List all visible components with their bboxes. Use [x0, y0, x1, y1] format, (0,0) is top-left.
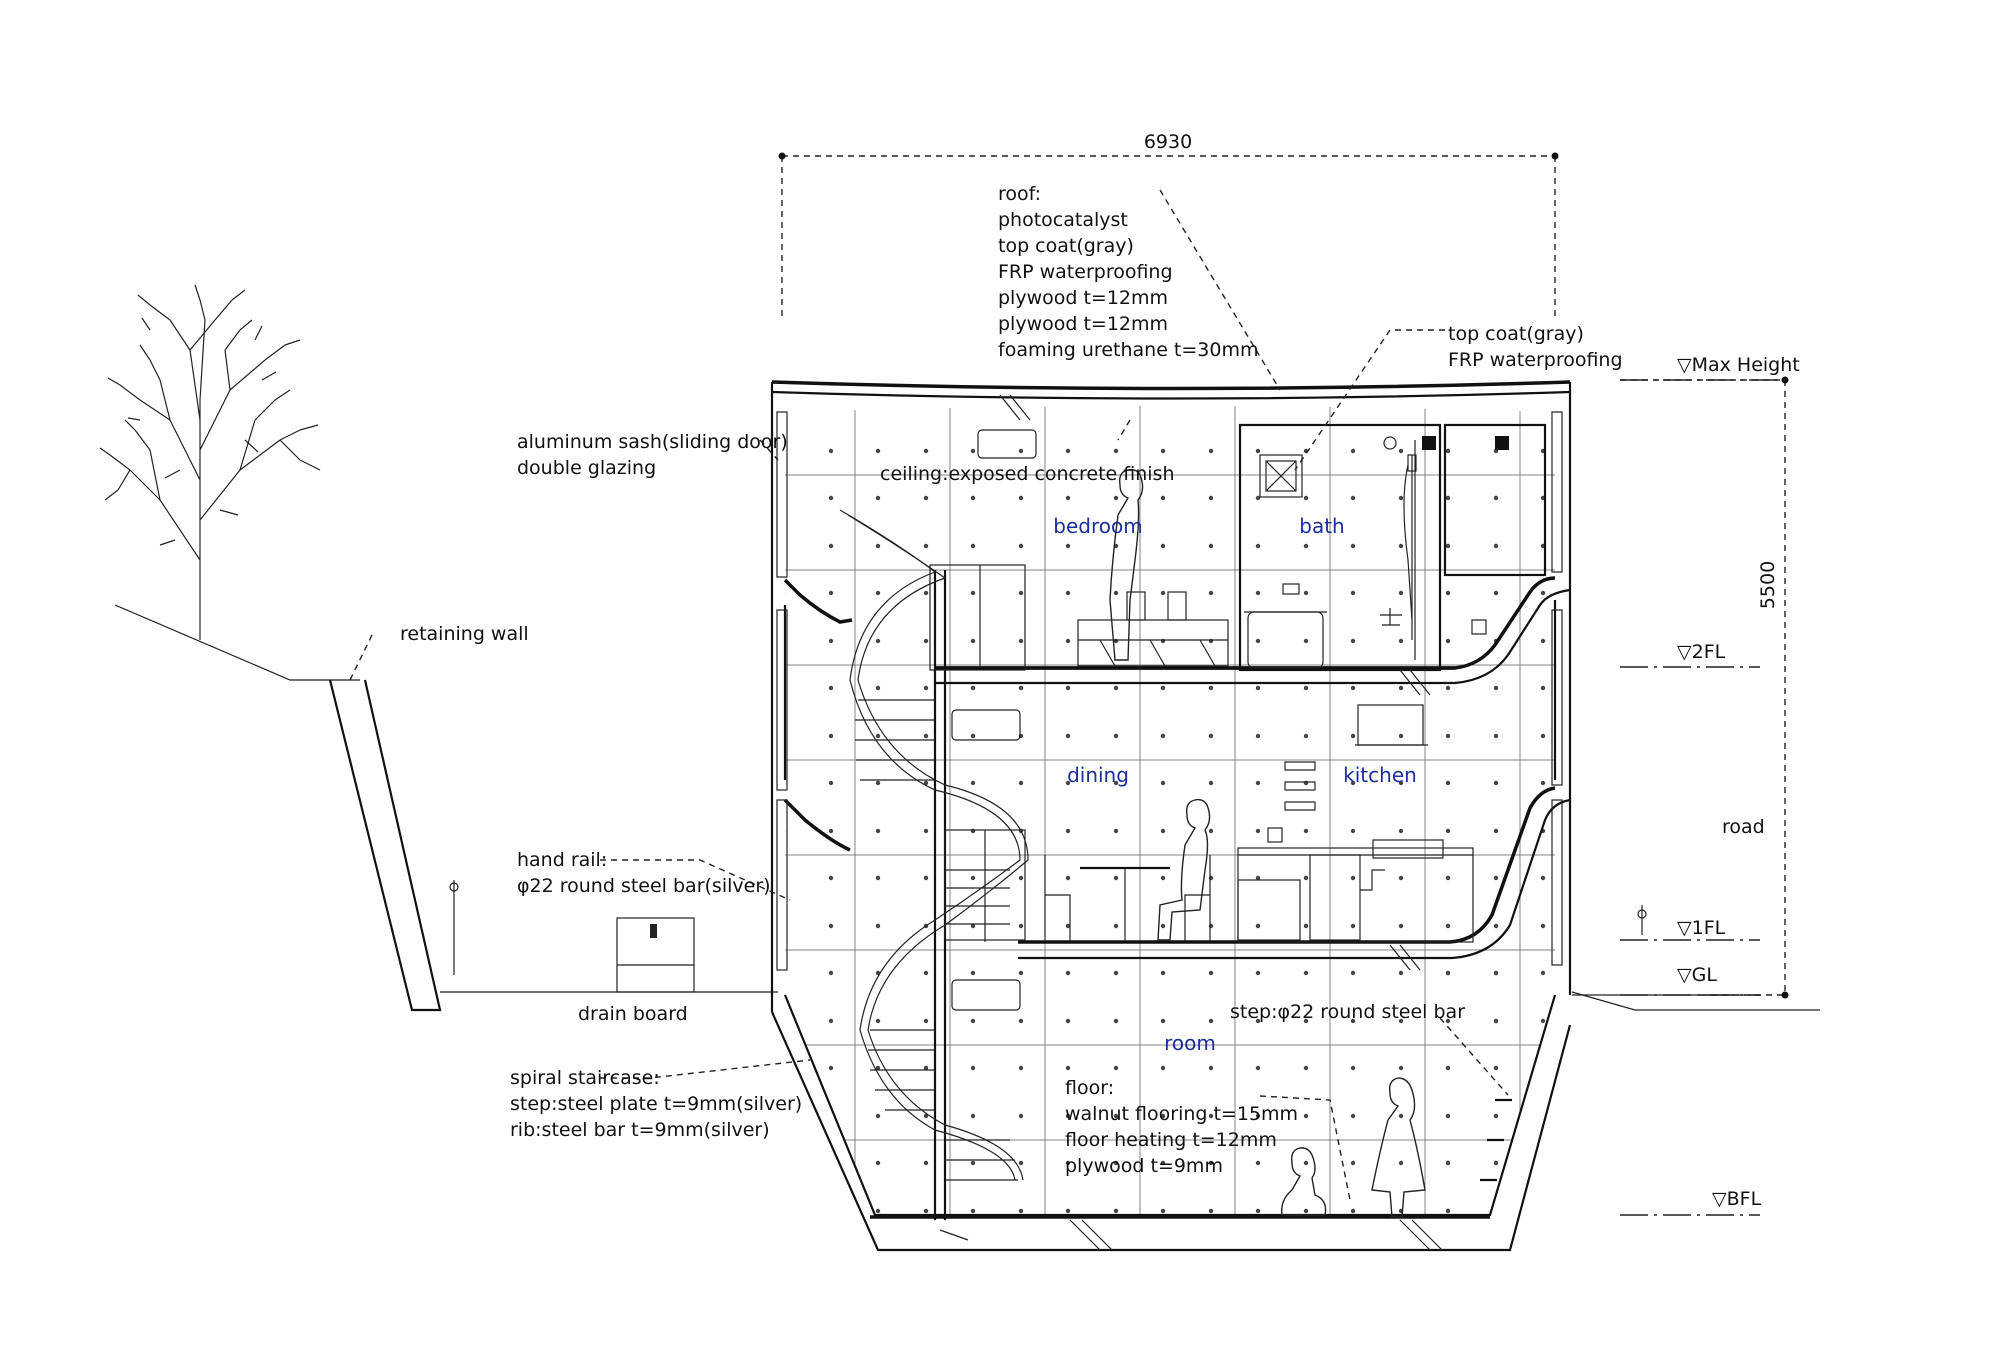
stair-steps	[855, 699, 1018, 1181]
retaining-wall-label: retaining wall	[400, 623, 529, 645]
road-label: road	[1722, 816, 1765, 838]
tree	[99, 284, 321, 640]
dimension-height: 5500	[1620, 376, 1789, 999]
level-gl: ▽GL	[1677, 964, 1717, 986]
glazing-marks	[999, 394, 1443, 1251]
floor-spec: floor: walnut flooring t=15mm floor heat…	[1065, 1077, 1304, 1177]
room-label-bedroom: bedroom	[1053, 514, 1142, 538]
spiral-staircase-spec: spiral staircase: step:steel plate t=9mm…	[510, 1067, 808, 1141]
level-2fl: ▽2FL	[1677, 641, 1726, 663]
ceiling-spec: ceiling:exposed concrete finish	[880, 463, 1175, 485]
level-bfl: ▽BFL	[1712, 1188, 1762, 1210]
room-label-bath: bath	[1299, 514, 1344, 538]
room-label-room: room	[1164, 1031, 1216, 1055]
building-section	[770, 380, 1572, 1252]
room-label-kitchen: kitchen	[1343, 763, 1417, 787]
width-dimension-label: 6930	[1144, 131, 1192, 153]
room-label-dining: dining	[1067, 763, 1129, 787]
height-dimension-label: 5500	[1757, 561, 1779, 609]
level-markers: ▽Max Height ▽2FL ▽1FL ▽GL ▽BFL	[1620, 354, 1800, 1216]
bath-roof-spec: top coat(gray) FRP waterproofing	[1448, 323, 1623, 371]
room-labels: bedroom bath dining kitchen room	[1053, 514, 1417, 1055]
step-spec: step:φ22 round steel bar	[1230, 1001, 1465, 1023]
annotations: roof: photocatalyst top coat(gray) FRP w…	[400, 183, 1765, 1177]
level-max-height: ▽Max Height	[1677, 354, 1800, 376]
dimension-width: 6930	[778, 131, 1559, 320]
ground-left	[114, 604, 778, 1012]
roof-spec: roof: photocatalyst top coat(gray) FRP w…	[998, 183, 1258, 361]
sash-spec: aluminum sash(sliding door) double glazi…	[517, 431, 794, 479]
drain-board-label: drain board	[578, 1003, 688, 1025]
hand-rail-spec: hand rail: φ22 round steel bar(silver)	[517, 849, 771, 897]
spiral-staircase	[839, 509, 1029, 1220]
human-figures	[1109, 468, 1426, 1218]
leader-lines	[349, 189, 1509, 1201]
level-1fl: ▽1FL	[1677, 917, 1726, 939]
